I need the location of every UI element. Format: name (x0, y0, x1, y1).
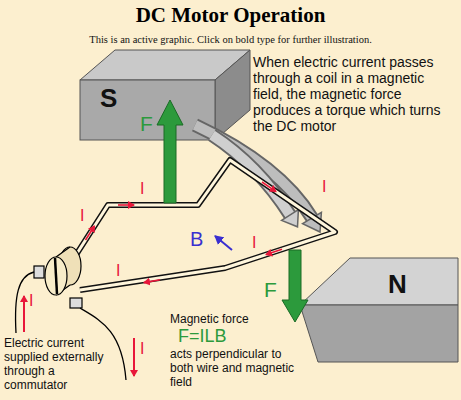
field-arrow (215, 236, 232, 250)
current-arrow (144, 280, 160, 283)
commutator-edge (56, 247, 70, 257)
current-label: I (140, 180, 144, 198)
force-label: F (264, 278, 277, 301)
pole-letter: N (388, 270, 407, 298)
south-pole-side (215, 50, 250, 140)
formula-note: acts perpendicular to both wire and magn… (170, 347, 295, 389)
force-arrow (157, 100, 183, 203)
commutator-note: Electric current supplied externally thr… (4, 336, 116, 392)
rotation-arrowhead (282, 210, 299, 227)
north-pole: N (300, 255, 458, 362)
pole-letter: S (100, 84, 117, 112)
brush (70, 298, 82, 308)
current-label: I (252, 234, 256, 252)
subtitle: This is an active graphic. Click on bold… (0, 33, 461, 46)
current-arrow (86, 226, 95, 240)
force-formula: F=ILB (178, 326, 227, 347)
current-label: I (29, 292, 33, 310)
field-label: B (190, 228, 203, 250)
brush (34, 266, 44, 278)
current-arrow (23, 296, 25, 332)
force-label: F (140, 112, 153, 135)
current-label: I (80, 207, 84, 225)
current-label: I (322, 178, 326, 196)
north-pole-top (300, 258, 458, 305)
current-arrow (133, 338, 135, 376)
supply-wire (16, 272, 34, 333)
current-arrow (262, 182, 276, 192)
diagram-title: DC Motor Operation (0, 3, 461, 27)
explanation-text: When electric current passes through a c… (253, 54, 456, 134)
current-label: I (140, 340, 144, 358)
commutator-split (55, 258, 57, 294)
supply-wire (80, 308, 126, 380)
north-pole-front (300, 305, 458, 362)
south-pole: S (80, 50, 250, 140)
current-arrow (118, 204, 134, 206)
commutator-front (45, 257, 67, 295)
current-arrow (266, 249, 282, 254)
force-arrow (282, 250, 308, 322)
current-label: I (116, 262, 120, 280)
formula-heading: Magnetic force (170, 312, 249, 326)
